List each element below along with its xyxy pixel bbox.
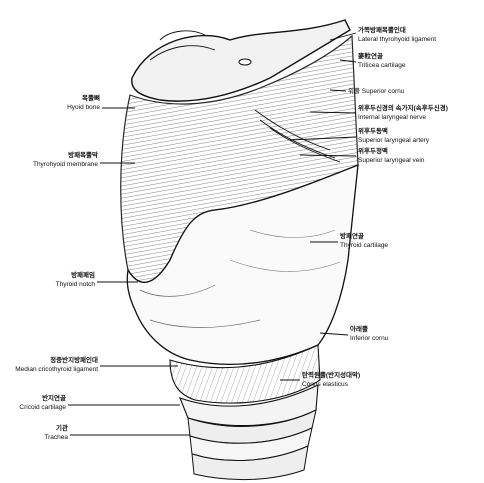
label-ko: 가쪽방패목뿔인대 <box>358 25 406 34</box>
label-trachea: 기관 Trachea <box>44 423 68 441</box>
label-en: Triticea cartilage <box>358 62 406 69</box>
label-median-cricothyroid-ligament: 정중반지방패인대 Median cricothyroid ligament <box>15 355 98 373</box>
label-ko: 탄력원뿔(반지성대막) <box>302 370 360 379</box>
label-en: Superior laryngeal vein <box>358 157 425 164</box>
label-triticea-cartilage: 麥粒연골 Triticea cartilage <box>357 51 406 69</box>
label-text: 위뿔 Superior cornu <box>348 87 405 95</box>
label-ko: 위후두신경의 속가지(속후두신경) <box>358 103 448 112</box>
label-superior-cornu: 위뿔 Superior cornu <box>348 87 405 95</box>
label-superior-laryngeal-artery: 위후두동맥 Superior laryngeal artery <box>358 126 430 144</box>
label-superior-laryngeal-vein: 위후두정맥 Superior laryngeal vein <box>358 146 425 164</box>
label-cricoid-cartilage: 반지연골 Cricoid cartilage <box>19 393 66 411</box>
label-ko: 방패목뿔막 <box>68 150 98 159</box>
label-thyrohyoid-membrane: 방패목뿔막 Thyrohyoid membrane <box>33 150 98 168</box>
label-hyoid-bone: 목뿔뼈 Hyoid bone <box>67 93 100 111</box>
label-ko: 정중반지방패인대 <box>50 355 98 364</box>
label-en: Median cricothyroid ligament <box>15 366 98 373</box>
label-ko: 아래뿔 <box>350 324 368 333</box>
label-ko: 기관 <box>56 423 68 432</box>
label-en: Inferior cornu <box>350 335 389 342</box>
label-en: Superior laryngeal artery <box>358 137 430 144</box>
label-en: Internal laryngeal nerve <box>358 114 426 121</box>
label-ko: 麥粒연골 <box>357 51 383 60</box>
label-en: Thyrohyoid membrane <box>33 161 98 168</box>
label-thyroid-notch: 방패패임 Thyroid notch <box>56 270 96 288</box>
label-en: Thyroid notch <box>56 281 96 288</box>
label-en: Hyoid bone <box>67 104 100 111</box>
label-en: Trachea <box>44 434 68 441</box>
label-ko: 방패패임 <box>71 270 95 279</box>
label-ko: 목뿔뼈 <box>82 93 100 102</box>
label-ko: 방패연골 <box>340 231 364 240</box>
label-lateral-thyrohyoid-ligament: 가쪽방패목뿔인대 Lateral thyrohyoid ligament <box>358 25 436 43</box>
label-ko: 위후두정맥 <box>358 146 388 155</box>
label-ko: 반지연골 <box>42 393 66 402</box>
label-ko: 위후두동맥 <box>358 126 388 135</box>
label-en: Cricoid cartilage <box>19 404 66 411</box>
label-inferior-cornu: 아래뿔 Inferior cornu <box>350 324 389 342</box>
label-en: Thyroid cartilage <box>340 242 388 249</box>
label-en: Conus elasticus <box>302 381 349 388</box>
label-internal-laryngeal-nerve: 위후두신경의 속가지(속후두신경) Internal laryngeal ner… <box>358 103 448 121</box>
label-en: Lateral thyrohyoid ligament <box>358 36 436 43</box>
